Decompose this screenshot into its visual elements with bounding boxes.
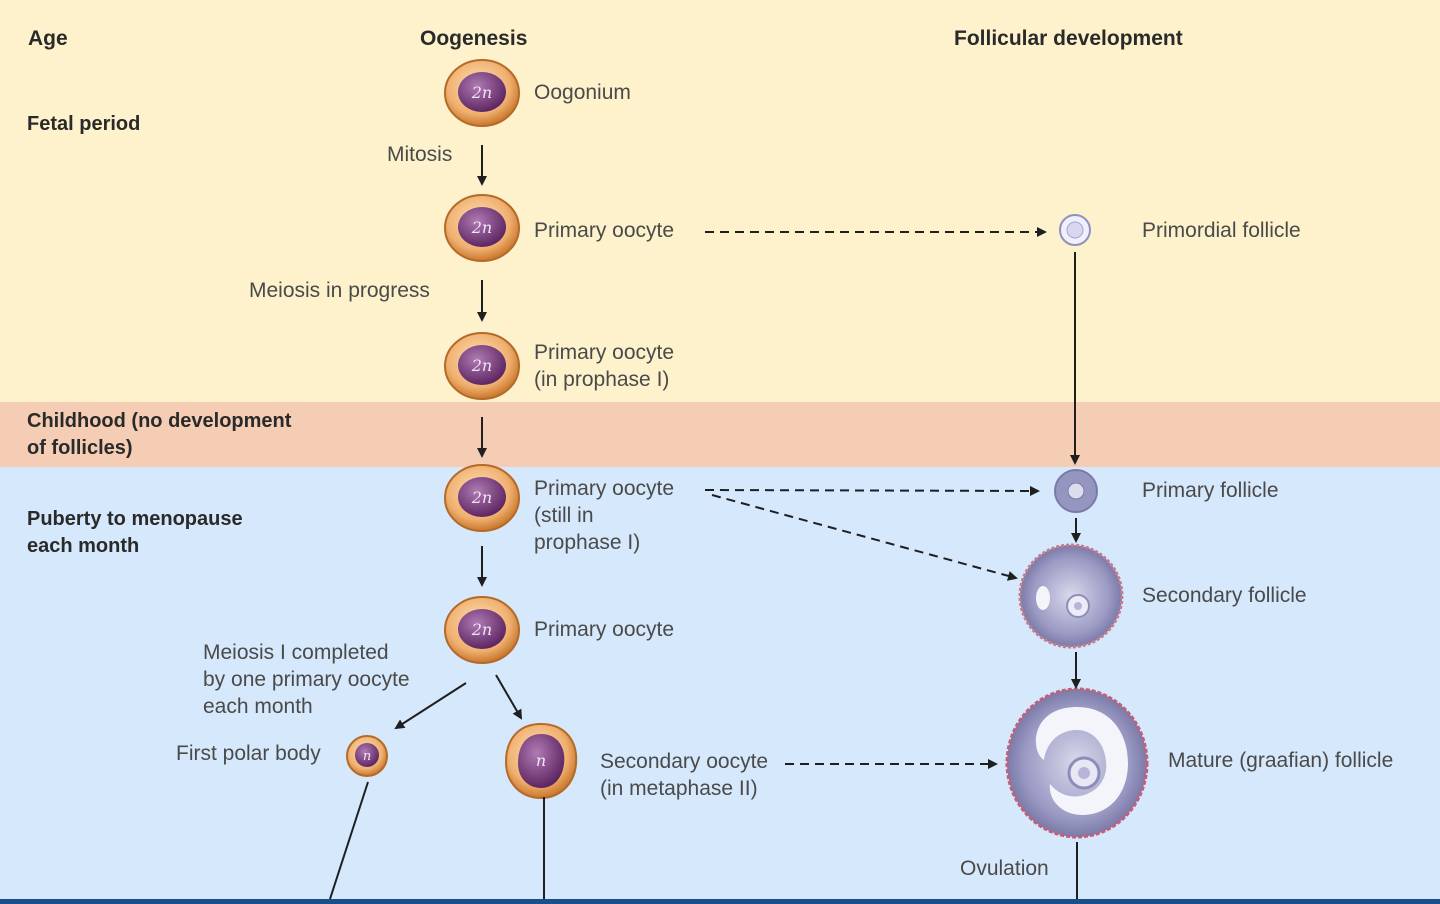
label-primary-oocyte-3-line-3: prophase I)	[534, 531, 641, 554]
label-secondary-follicle: Secondary follicle	[1142, 584, 1307, 607]
svg-text:2n: 2n	[471, 620, 492, 639]
svg-text:2n: 2n	[471, 488, 492, 507]
label-primary-oocyte-4: Primary oocyte	[534, 618, 675, 641]
line-polar-body-down	[329, 781, 369, 900]
puberty-band	[0, 467, 1440, 904]
age-childhood-line-2: of follicles)	[27, 437, 133, 459]
follicular-development-header: Follicular development	[954, 27, 1183, 50]
process-ovulation: Ovulation	[960, 857, 1049, 880]
arrow-to-polar-body	[394, 682, 467, 730]
label-primordial-follicle: Primordial follicle	[1142, 219, 1301, 242]
oogenesis-header: Oogenesis	[420, 27, 528, 50]
process-mitosis: Mitosis	[387, 143, 453, 166]
process-meiosis-1-line-1: Meiosis I completed	[203, 641, 389, 664]
mature-graafian-follicle	[1005, 687, 1149, 839]
label-primary-follicle: Primary follicle	[1142, 479, 1279, 502]
svg-text:2n: 2n	[471, 83, 492, 102]
childhood-band	[0, 402, 1440, 467]
age-childhood-line-1: Childhood (no development	[27, 410, 292, 432]
label-primary-oocyte-2-line-2: (in prophase I)	[534, 368, 670, 391]
primary-oocyte-cell-1: 2n	[444, 194, 520, 262]
label-primary-oocyte-2-line-1: Primary oocyte	[534, 341, 675, 364]
svg-text:2n: 2n	[471, 356, 492, 375]
svg-text:n: n	[363, 749, 371, 764]
label-primary-oocyte-3-line-1: Primary oocyte	[534, 477, 675, 500]
age-header: Age	[28, 27, 68, 50]
svg-text:n: n	[536, 751, 546, 770]
label-primary-oocyte-3-line-2: (still in	[534, 504, 594, 527]
label-secondary-oocyte-line-2: (in metaphase II)	[600, 777, 758, 800]
primary-oocyte-cell-4: 2n	[444, 596, 520, 664]
first-polar-body-cell: n	[346, 735, 388, 777]
secondary-follicle	[1018, 543, 1124, 649]
process-meiosis-1-line-2: by one primary oocyte	[203, 668, 410, 691]
age-puberty-line-2: each month	[27, 535, 140, 557]
label-first-polar-body: First polar body	[176, 742, 321, 765]
primary-oocyte-cell-2: 2n	[444, 332, 520, 400]
oogonium-cell: 2n	[444, 59, 520, 127]
process-meiosis-1-line-3: each month	[203, 695, 313, 718]
svg-text:2n: 2n	[471, 218, 492, 237]
arrow-to-secondary-oocyte	[495, 674, 523, 720]
age-fetal-period: Fetal period	[27, 113, 141, 135]
fetal-period-band	[0, 0, 1440, 402]
label-mature-follicle: Mature (graafian) follicle	[1168, 749, 1394, 772]
primordial-follicle	[1059, 214, 1091, 246]
primary-follicle	[1054, 469, 1098, 513]
age-puberty-line-1: Puberty to menopause	[27, 508, 243, 530]
secondary-oocyte-cell: n	[504, 722, 578, 800]
process-meiosis-in-progress: Meiosis in progress	[249, 279, 430, 302]
dashed-arrow-primary-follicle	[704, 485, 1040, 496]
dashed-arrow-secondary-follicle	[711, 494, 1018, 581]
primary-oocyte-cell-3: 2n	[444, 464, 520, 532]
label-oogonium: Oogonium	[534, 81, 631, 104]
label-secondary-oocyte-line-1: Secondary oocyte	[600, 750, 769, 773]
bottom-border	[0, 899, 1440, 904]
label-primary-oocyte-1: Primary oocyte	[534, 219, 675, 242]
